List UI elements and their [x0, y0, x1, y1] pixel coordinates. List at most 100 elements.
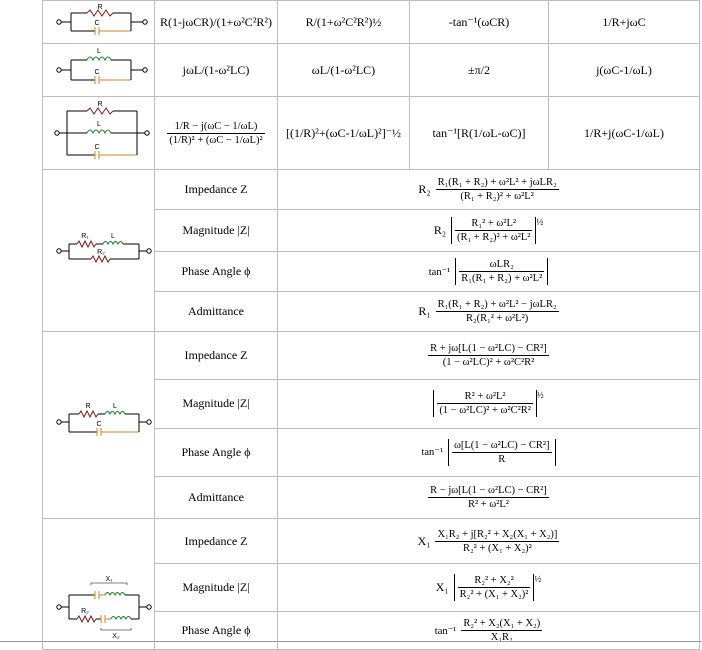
formula-prefix: R₁: [418, 304, 431, 318]
fraction-denominator: R₂(R₁² + ω²L²): [465, 313, 529, 324]
row-label: Magnitude |Z|: [154, 563, 278, 612]
fraction-numerator: 1/R − j(ωC − 1/ωL): [167, 120, 265, 134]
formula-cell: R + jω[L(1 − ω²LC) − CR²] (1 − ω²LC)² + …: [277, 330, 700, 381]
formula-fraction: ω[L(1 − ω²LC) − CR²] R: [451, 439, 552, 466]
label-l: L: [97, 121, 101, 128]
impedance-cell: 1/R − j(ωC − 1/ωL) (1/R)² + (ωC − 1/ωL)²: [154, 96, 278, 170]
magnitude-cell: ωL/(1-ω²LC): [277, 43, 410, 97]
magnitude-cell: [(1/R)²+(ωC-1/ωL)²]⁻½: [277, 96, 410, 170]
circuit-formula-table: R C R(1-jωCR)/(1+ω²C²R²) R/(1+ω²C²R²)½ -…: [42, 0, 700, 650]
fraction-denominator: R₂² + (X₁ + X₂)²: [459, 589, 529, 600]
bottom-divider: [0, 641, 702, 642]
phase-cell: tan⁻¹[R(1/ωL-ωC)]: [409, 96, 549, 170]
bracket-group: ωLR₂ R₁(R₁ + R₂) + ω²L²: [455, 258, 549, 285]
label-c: C: [96, 421, 101, 428]
fraction-denominator: (R₁ + R₂)² + ω²L²: [460, 191, 534, 202]
impedance-cell: R(1-jωCR)/(1+ω²C²R²): [154, 0, 278, 44]
formula-prefix: tan⁻¹: [428, 266, 451, 278]
row-label: Impedance Z: [154, 169, 278, 210]
formula-fraction: R − jω[L(1 − ω²LC) − CR²] R² + ω²L²: [428, 484, 549, 511]
bracket-group: ω[L(1 − ω²LC) − CR²] R: [447, 438, 556, 466]
row-label: Admittance: [154, 291, 278, 332]
fraction-denominator: (1 − ω²LC)² + ω²C²R²: [442, 357, 535, 369]
formula-prefix: X₁: [417, 533, 431, 548]
fraction-denominator: R₂² + (X₁ + X₂)²: [463, 542, 532, 554]
formula-cell: R² + ω²L² (1 − ω²LC)² + ω²C²R² ½: [277, 379, 700, 429]
row-label: Phase Angle ϕ: [154, 427, 278, 477]
exponent: ½: [536, 217, 544, 227]
table-row: R C R(1-jωCR)/(1+ω²C²R²) R/(1+ω²C²R²)½ -…: [42, 0, 700, 44]
circuit-rl-r-parallel: R₁ L R₂: [42, 169, 155, 332]
table-row: Magnitude |Z| R₂ R₁² + ω²L² (R₁ + R₂)² +…: [43, 209, 700, 252]
phase-cell: -tan⁻¹(ωCR): [409, 0, 549, 44]
fraction-numerator: R₂² + X₂(X₁ + X₂): [461, 618, 543, 631]
formula-fraction: R₁² + ω²L² (R₁ + R₂)² + ω²L²: [455, 217, 533, 244]
table-row: R₁ L R₂ Impedance Z R₂ R₁(R₁ + R₂) + ω²L…: [42, 169, 700, 332]
formula-fraction: X₁R₂ + j[R₂² + X₂(X₁ + X₂)] R₂² + (X₁ + …: [435, 528, 560, 555]
formula-cell: tan⁻¹ R₂² + X₂(X₁ + X₂) X₁R₂: [277, 611, 700, 650]
fraction-numerator: R + jω[L(1 − ω²LC) − CR²]: [428, 343, 549, 357]
row-label: Impedance Z: [154, 330, 278, 381]
table-row: Magnitude |Z| R² + ω²L² (1 − ω²LC)² + ω²…: [43, 379, 700, 429]
label-c: C: [94, 69, 99, 76]
fraction-numerator: R − jω[L(1 − ω²LC) − CR²]: [428, 484, 549, 498]
formula-cell: X₁ R₂² + X₂² R₂² + (X₁ + X₂)² ½: [277, 563, 700, 612]
circuit-rl-c-parallel: R L C: [42, 331, 155, 519]
label-r1: R₁: [81, 233, 89, 240]
label-l: L: [111, 233, 115, 240]
bracket-group: R₁² + ω²L² (R₁ + R₂)² + ω²L²: [451, 217, 537, 244]
formula-cell: tan⁻¹ ω[L(1 − ω²LC) − CR²] R: [277, 427, 700, 477]
circuit-lc-parallel: L C: [42, 43, 155, 97]
fraction-denominator: R: [498, 453, 506, 465]
row-label: Phase Angle ϕ: [154, 611, 278, 650]
formula-fraction: R₂² + X₂² R₂² + (X₁ + X₂)²: [457, 574, 531, 601]
impedance-cell: jωL/(1-ω²LC): [154, 43, 278, 97]
table-row: Magnitude |Z| X₁ R₂² + X₂² R₂² + (X₁ + X…: [43, 563, 700, 612]
label-l: L: [97, 48, 101, 55]
phase-cell: ±π/2: [409, 43, 549, 97]
fraction-numerator: R² + ω²L²: [437, 390, 533, 405]
fraction-numerator: ω[L(1 − ω²LC) − CR²]: [451, 439, 552, 453]
fraction-denominator: (1/R)² + (ωC − 1/ωL)²: [169, 134, 263, 146]
bracket-group: R² + ω²L² (1 − ω²LC)² + ω²C²R²: [433, 390, 537, 418]
admittance-cell: 1/R+jωC: [548, 0, 700, 44]
table-row: Phase Angle ϕ tan⁻¹ ωLR₂ R₁(R₁ + R₂) + ω…: [43, 251, 700, 292]
formula-prefix: R₂: [418, 182, 431, 196]
fraction-numerator: R₂² + X₂²: [457, 574, 531, 588]
exponent: ½: [536, 390, 544, 401]
formula-cell: R₂ R₁(R₁ + R₂) + ω²L² + jωLR₂ (R₁ + R₂)²…: [277, 169, 700, 210]
formula-fraction: R + jω[L(1 − ω²LC) − CR²] (1 − ω²LC)² + …: [428, 342, 549, 369]
label-l: L: [113, 403, 117, 410]
formula-cell: R − jω[L(1 − ω²LC) − CR²] R² + ω²L²: [277, 475, 700, 520]
row-label: Impedance Z: [154, 518, 278, 564]
circuit-rlc-parallel: R L C: [42, 96, 155, 170]
table-row: X₁ R₂ X₂ Impedance Z X₁ X₁R₂ + j[R₂² + X…: [42, 518, 700, 650]
row-label: Admittance: [154, 475, 278, 520]
label-x1: X₁: [105, 576, 113, 583]
fraction-numerator: X₁R₂ + j[R₂² + X₂(X₁ + X₂)]: [435, 528, 560, 542]
row-label: Magnitude |Z|: [154, 379, 278, 429]
label-x2: X₂: [112, 633, 120, 640]
formula-prefix: R₂: [433, 223, 446, 237]
formula-fraction: ωLR₂ R₁(R₁ + R₂) + ω²L²: [459, 258, 545, 285]
formula-prefix: X₁: [435, 580, 449, 594]
table-row: L C jωL/(1-ω²LC) ωL/(1-ω²LC) ±π/2 j(ωC-1…: [42, 43, 700, 97]
label-r: R: [97, 4, 102, 11]
formula-fraction: R₁(R₁ + R₂) + ω²L² − jωLR₂ R₂(R₁² + ω²L²…: [435, 298, 559, 325]
label-r: R: [85, 403, 90, 410]
table-row: R L C 1/R − j(ωC − 1/ωL) (1/R)² + (ωC − …: [42, 96, 700, 170]
circuit-x-rx-parallel: X₁ R₂ X₂: [42, 518, 155, 650]
fraction-denominator: (R₁ + R₂)² + ω²L²: [457, 232, 531, 243]
label-c: C: [94, 144, 99, 151]
fraction-denominator: R² + ω²L²: [468, 498, 509, 510]
formula-fraction: R₂² + X₂(X₁ + X₂) X₁R₂: [461, 617, 543, 644]
formula-prefix: tan⁻¹: [421, 447, 443, 459]
fraction-numerator: R₁² + ω²L²: [455, 217, 533, 231]
formula-prefix: tan⁻¹: [434, 625, 457, 637]
impedance-fraction: 1/R − j(ωC − 1/ωL) (1/R)² + (ωC − 1/ωL)²: [167, 120, 265, 147]
admittance-cell: 1/R+j(ωC-1/ωL): [548, 96, 700, 170]
fraction-denominator: X₁R₂: [490, 632, 513, 643]
row-label: Phase Angle ϕ: [154, 251, 278, 292]
formula-cell: R₁ R₁(R₁ + R₂) + ω²L² − jωLR₂ R₂(R₁² + ω…: [277, 291, 700, 332]
formula-cell: tan⁻¹ ωLR₂ R₁(R₁ + R₂) + ω²L²: [277, 251, 700, 292]
